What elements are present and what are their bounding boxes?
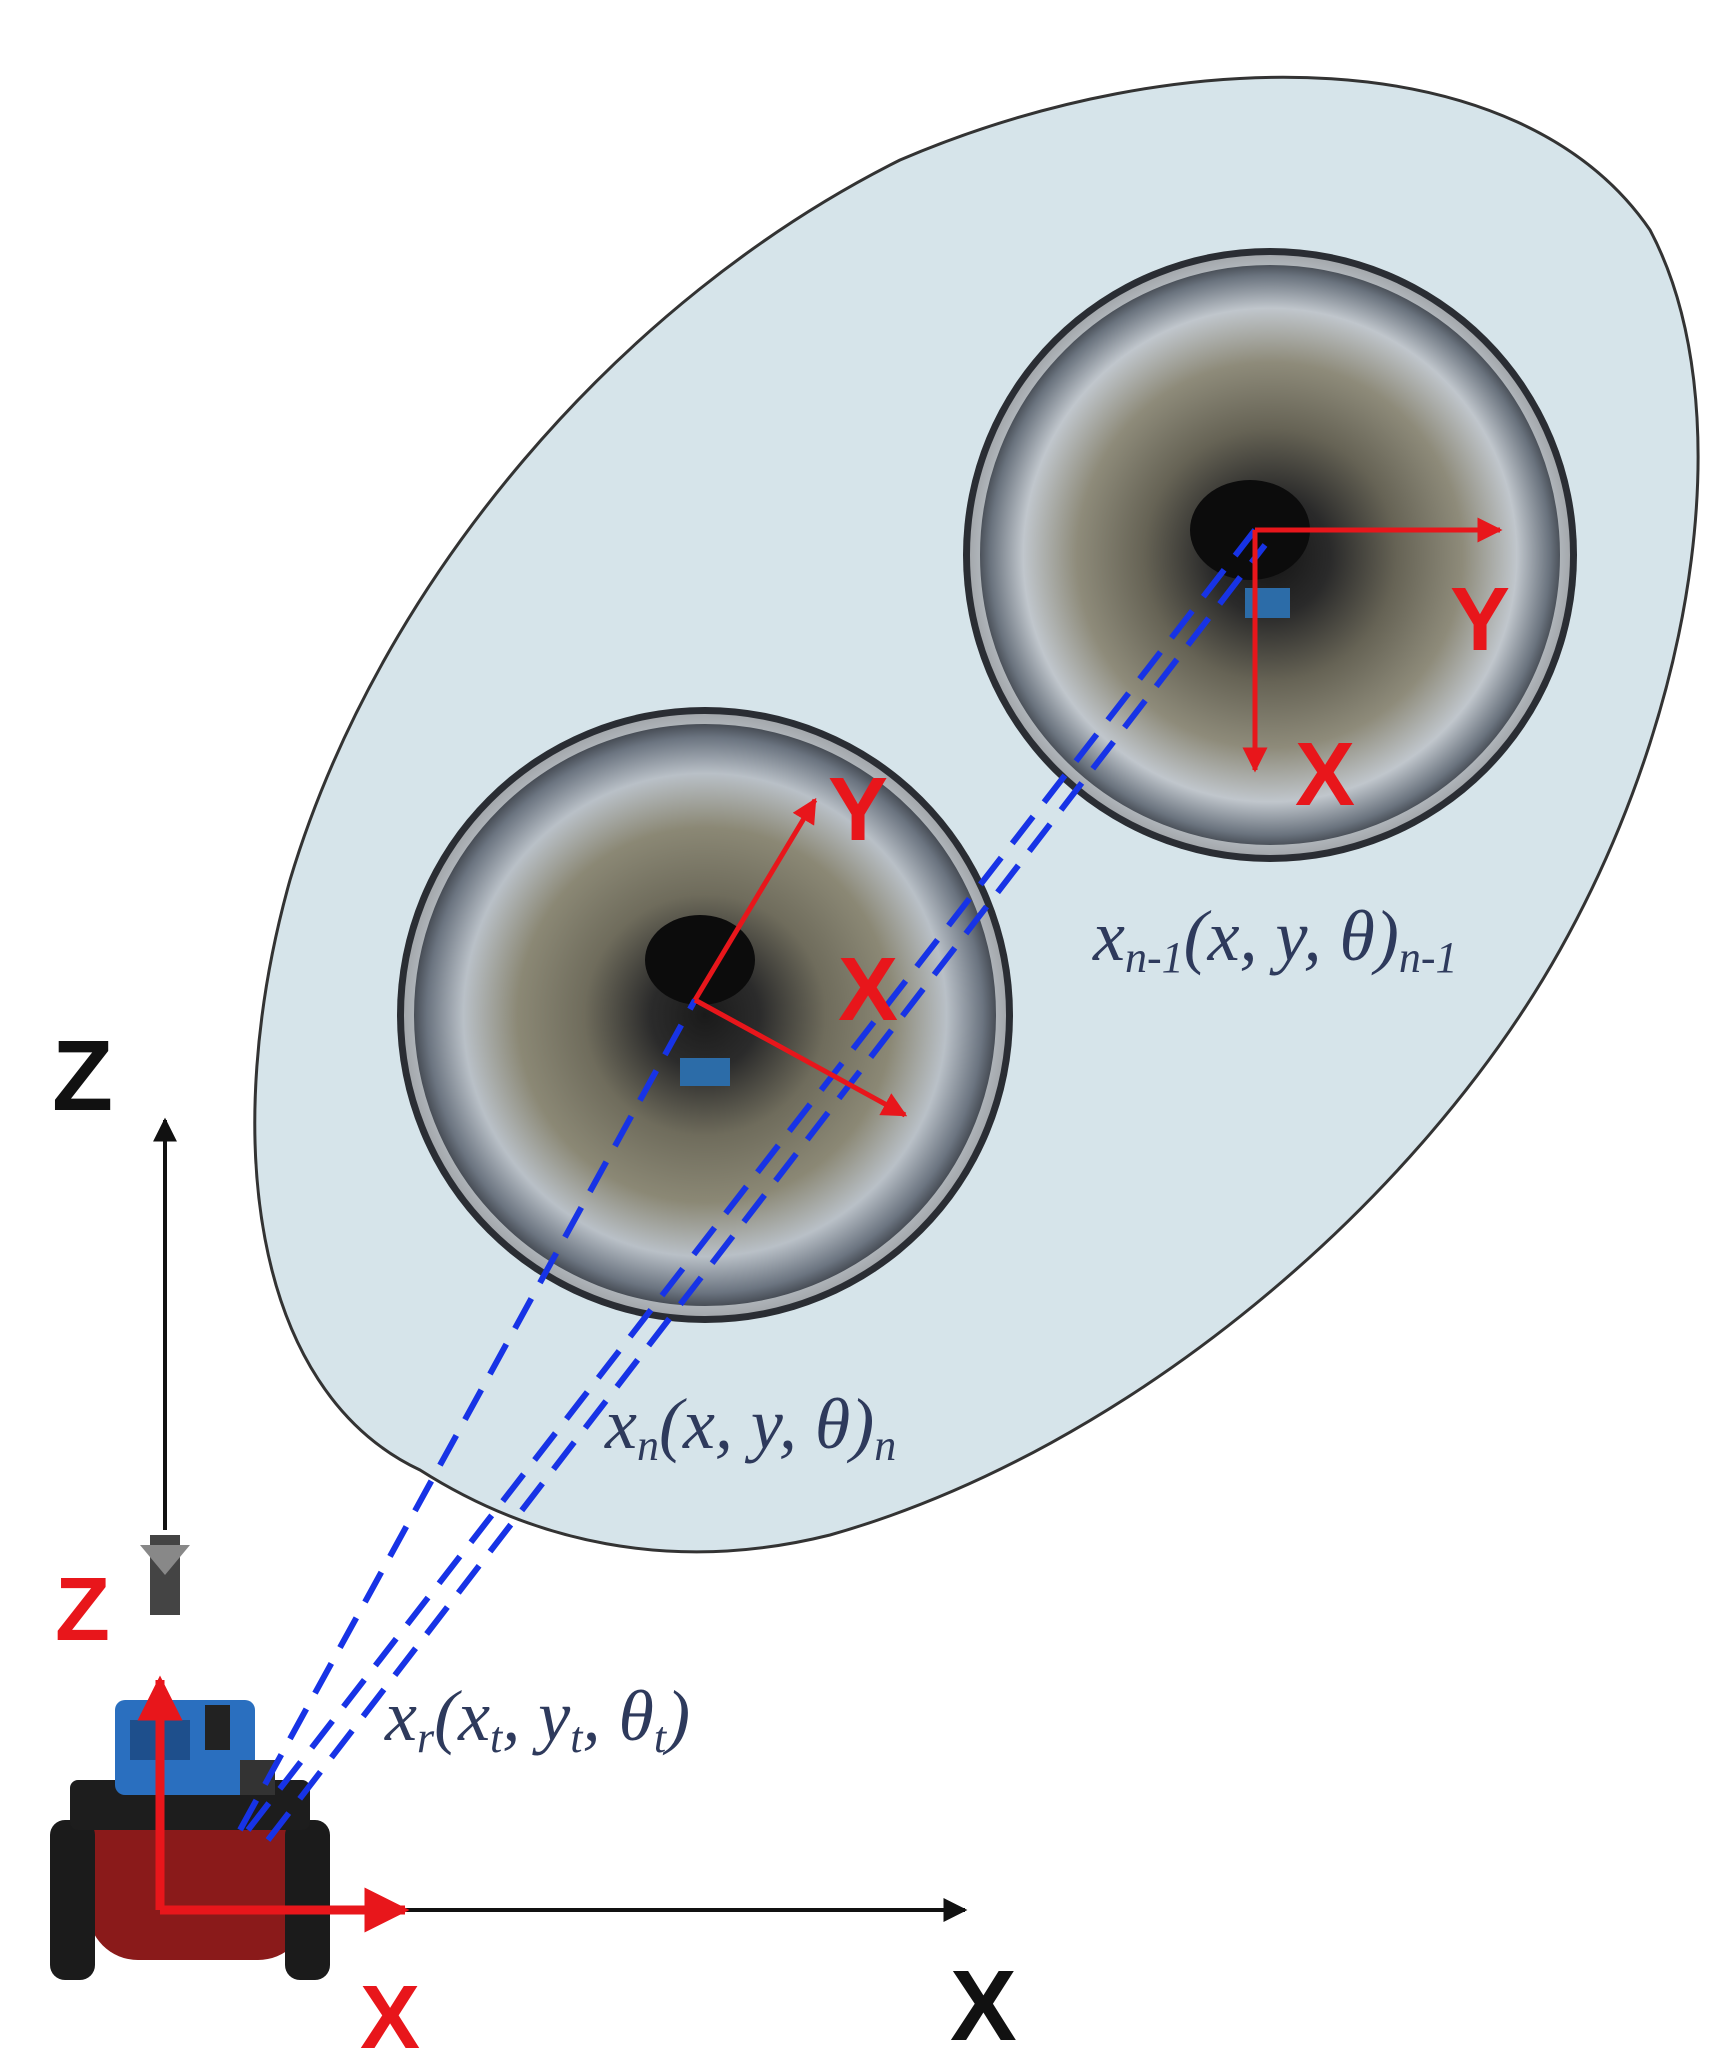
robot-icon bbox=[50, 1535, 330, 1980]
pose-label-robot-xt: x bbox=[457, 1676, 490, 1756]
image-n-x-label: X bbox=[838, 940, 898, 1040]
world-x-label: X bbox=[950, 1950, 1017, 2062]
pose-label-n-1-var: x bbox=[1092, 896, 1125, 976]
robot-z-label: Z bbox=[55, 1560, 110, 1660]
pose-label-robot-var: x bbox=[384, 1676, 417, 1756]
pose-label-robot-theta: θ bbox=[618, 1676, 653, 1756]
image-n-1-axes: Y X bbox=[1242, 517, 1510, 825]
robot-axes: Z X bbox=[55, 1560, 420, 2065]
pose-label-robot-sub: r bbox=[417, 1713, 435, 1762]
ray-to-image-n-1-b bbox=[265, 543, 1268, 1842]
image-n-x-axis bbox=[693, 997, 908, 1118]
pose-label-n-1-args-sub: n-1 bbox=[1399, 933, 1458, 982]
projection-rays bbox=[237, 528, 1268, 1842]
image-n-1-y-label: Y bbox=[1450, 570, 1510, 670]
pose-label-robot-yt-sub: t bbox=[570, 1713, 584, 1762]
pose-label-robot-xt-sub: t bbox=[490, 1713, 504, 1762]
pose-label-robot-close: ) bbox=[662, 1676, 690, 1756]
image-n-1-x-label: X bbox=[1295, 725, 1355, 825]
pose-label-n-1: xn-1(x, y, θ)n-1 bbox=[1092, 896, 1458, 982]
pose-label-robot-comma2: , bbox=[582, 1676, 618, 1756]
pose-label-n-sub: n bbox=[637, 1421, 659, 1470]
ray-to-image-n-1-a bbox=[245, 528, 1258, 1832]
world-z-label: Z bbox=[52, 1020, 113, 1132]
ray-to-image-n bbox=[237, 998, 698, 1832]
robot-x-label: X bbox=[360, 1968, 420, 2065]
image-n-y-label: Y bbox=[828, 760, 888, 860]
omnidirectional-image-icon bbox=[397, 707, 1013, 1323]
pose-label-n: xn(x, y, θ)n bbox=[604, 1384, 896, 1470]
image-n-y-axis bbox=[692, 797, 818, 1002]
pose-label-robot-yt: y bbox=[531, 1676, 570, 1756]
omnidirectional-image-icon bbox=[963, 248, 1577, 862]
image-n-axes: Y X bbox=[692, 760, 908, 1118]
pose-label-robot-theta-sub: t bbox=[654, 1713, 668, 1762]
pose-label-n-args: (x, y, θ) bbox=[659, 1384, 874, 1464]
world-axes: Z X bbox=[52, 1020, 1017, 2062]
pose-label-robot-open: ( bbox=[434, 1676, 462, 1756]
pose-label-n-var: x bbox=[604, 1384, 637, 1464]
pose-label-robot-comma1: , bbox=[502, 1676, 538, 1756]
pose-label-n-1-args: (x, y, θ) bbox=[1184, 896, 1399, 976]
pose-label-n-1-sub: n-1 bbox=[1125, 933, 1184, 982]
pose-label-robot: xr(xt, yt, θt) bbox=[384, 1676, 690, 1762]
pose-label-n-args-sub: n bbox=[874, 1421, 896, 1470]
